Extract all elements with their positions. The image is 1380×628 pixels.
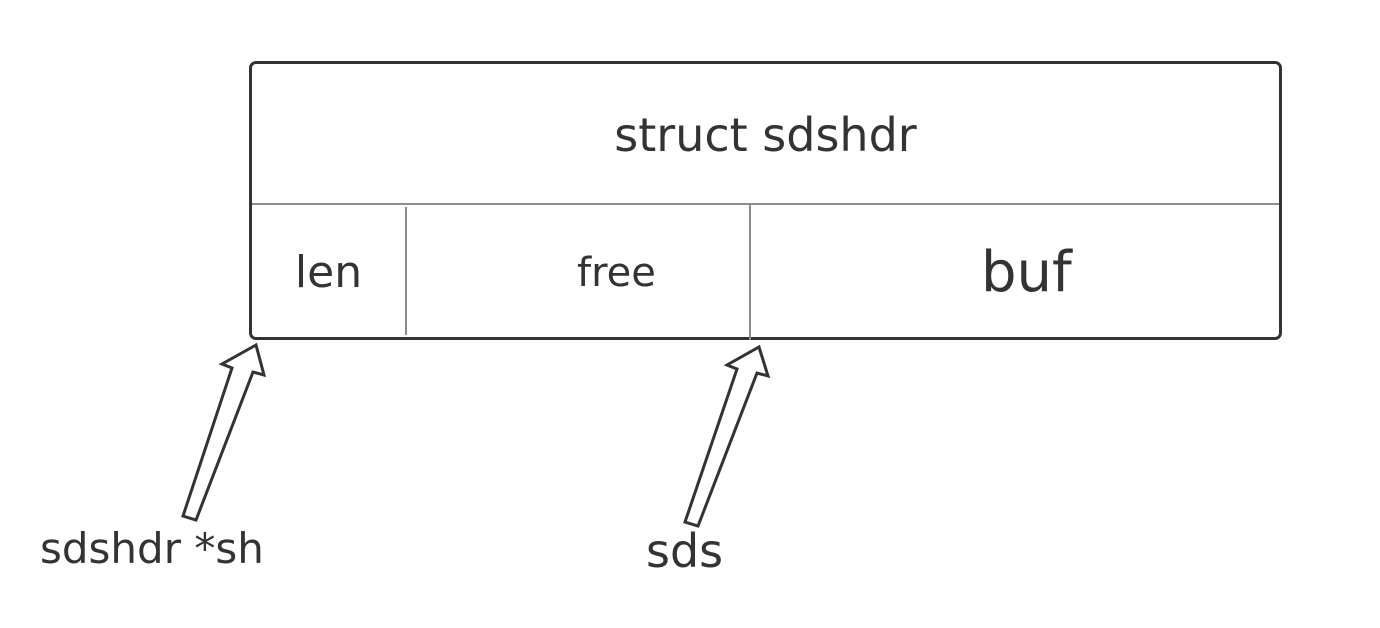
field-buf: buf [981, 240, 1072, 305]
len-free-divider [405, 207, 407, 335]
free-buf-divider [749, 203, 751, 340]
struct-title: struct sdshdr [614, 107, 917, 162]
field-len: len [294, 247, 363, 298]
sh-pointer-arrow [181, 342, 267, 522]
field-free: free [577, 249, 656, 296]
sh-pointer-label: sdshdr *sh [40, 524, 264, 573]
sds-pointer-label: sds [646, 524, 724, 578]
sdshdr-struct-box: struct sdshdr len free buf [249, 61, 1282, 340]
sds-pointer-arrow [683, 344, 771, 528]
header-divider [252, 203, 1279, 205]
